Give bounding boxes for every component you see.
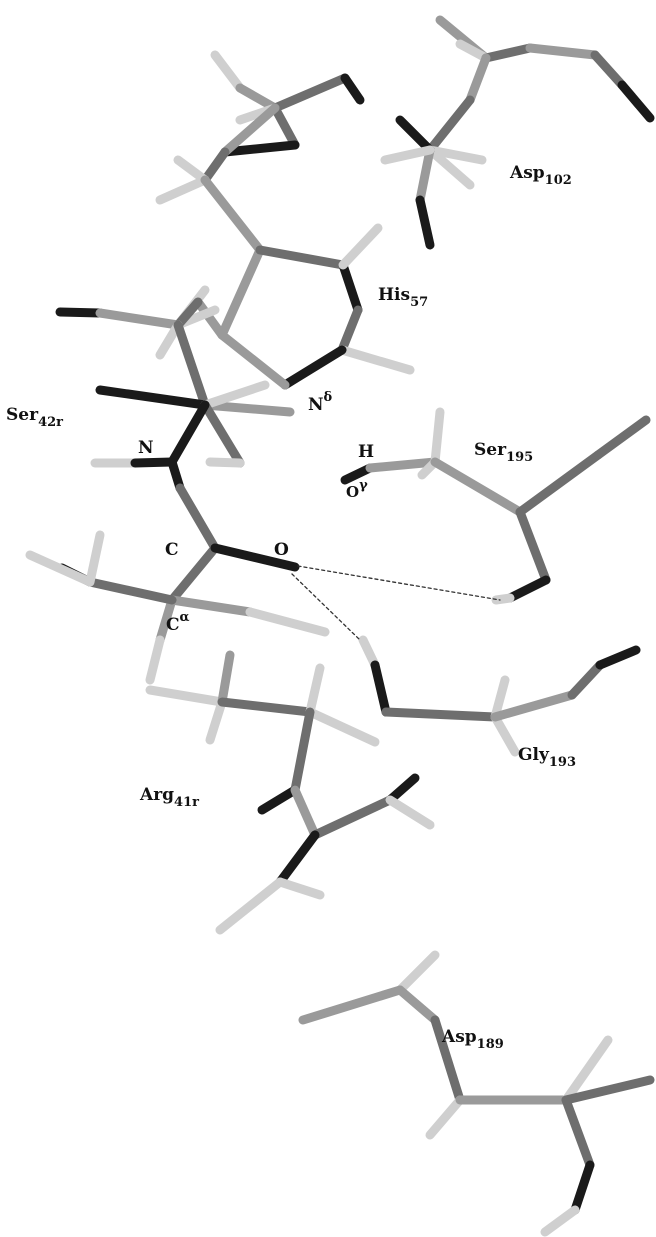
label-h: H	[358, 442, 374, 462]
label-arg41r: Arg41r	[139, 785, 199, 810]
hbond-o-gly193	[291, 573, 361, 641]
label-ser195: Ser195	[474, 440, 533, 465]
label-n: N	[138, 438, 154, 458]
hbond-o-ser195	[297, 565, 501, 601]
label-asp102: Asp102	[509, 163, 572, 188]
label-asp189: Asp189	[441, 1027, 504, 1052]
label-his57: His57	[378, 285, 428, 310]
label-o: O	[274, 540, 289, 560]
label-ser42r: Ser42r	[6, 405, 63, 430]
label-o-gamma: Oγ	[346, 478, 368, 501]
residue-arg41r-sticks	[145, 650, 435, 935]
residue-asp102-sticks	[380, 15, 655, 250]
residue-asp189-sticks	[298, 950, 655, 1237]
label-gly193: Gly193	[518, 745, 576, 770]
residue-ser195-sticks	[340, 407, 651, 605]
hydrogen-bonds	[291, 565, 501, 641]
residue-his57-sticks	[155, 50, 415, 390]
label-c-alpha: Cα	[166, 610, 190, 635]
label-n-delta: Nδ	[308, 390, 333, 415]
atom-residue-labels: Asp102 His57 Nδ Ser42r N H Ser195 Oγ C O…	[6, 163, 576, 1052]
residue-ser42r-sticks	[25, 285, 330, 685]
residue-gly193-sticks	[358, 635, 641, 757]
label-c: C	[165, 540, 179, 560]
